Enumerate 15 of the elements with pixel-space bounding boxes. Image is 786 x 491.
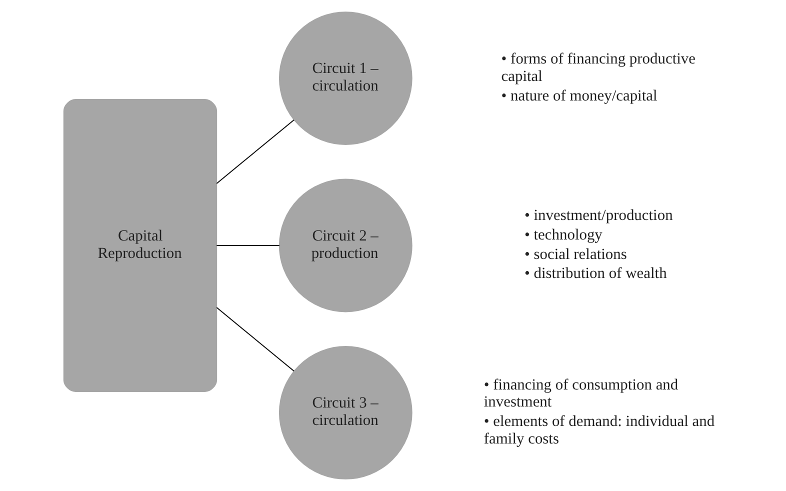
node-box: Capital Reproduction (62, 99, 217, 392)
node-circle: Circuit 2 – production (278, 178, 412, 312)
connector (216, 307, 294, 372)
node-label: • nature of money/capital (500, 87, 657, 104)
connector (216, 119, 294, 184)
node-circle: Circuit 1 – circulation (278, 12, 412, 145)
node-label: • investment/production (524, 207, 672, 224)
connector (216, 245, 280, 246)
node-label: • forms of financing productive capital (500, 50, 696, 85)
node-label: • elements of demand: individual and family costs (483, 413, 714, 448)
node-label: • social relations (524, 246, 626, 263)
node-circle: Circuit 3 – circulation (278, 346, 412, 480)
node-label: • technology (524, 226, 602, 244)
node-label: • financing of consumption and investment (483, 376, 678, 411)
node-label: • distribution of wealth (524, 265, 666, 282)
